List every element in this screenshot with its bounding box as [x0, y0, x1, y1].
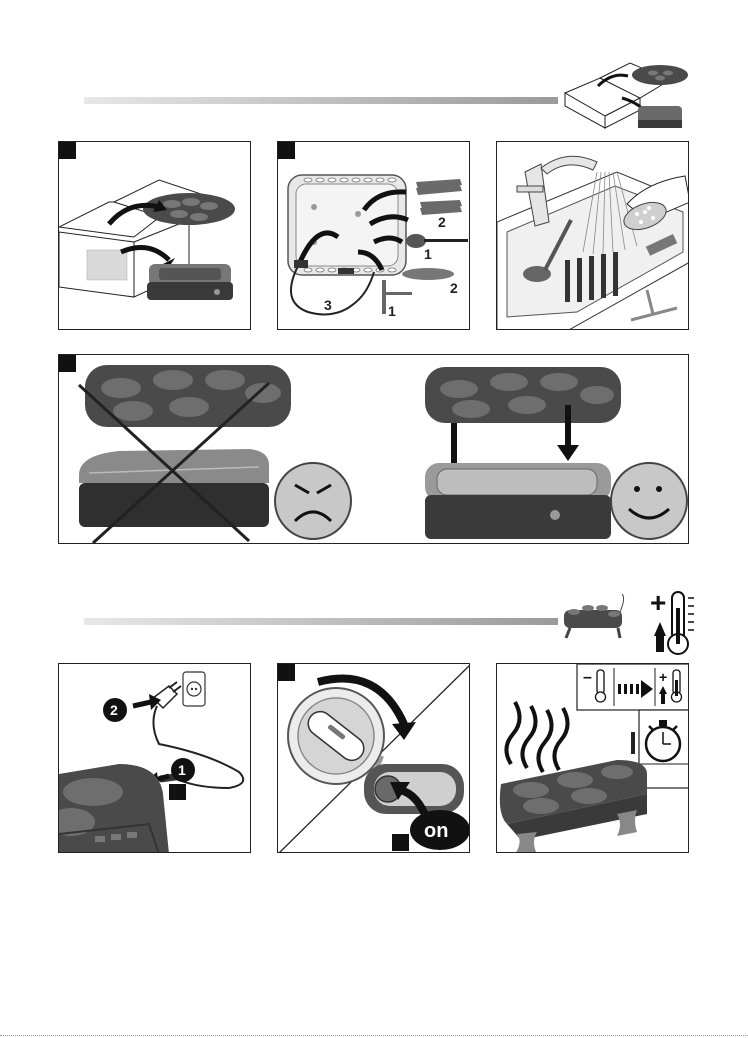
wall-socket-icon — [183, 672, 205, 706]
mini-step-marker — [169, 784, 186, 800]
mini-step-marker — [392, 834, 409, 851]
label-tray: 2 — [438, 214, 446, 230]
switch-on-label: on — [424, 820, 448, 842]
thermo-plus: + — [650, 587, 666, 618]
label-cord: 3 — [324, 297, 332, 313]
plug-illustration: 2 1 — [59, 664, 251, 853]
panel-switch-on: on — [277, 663, 470, 853]
label-spatula: 2 — [450, 280, 458, 296]
thermo-plus-small: + — [659, 669, 667, 685]
happy-face-icon — [611, 463, 687, 539]
page-bottom-edge — [0, 1035, 748, 1036]
panel-washing — [496, 141, 689, 330]
switch-illustration: on — [278, 664, 470, 853]
panel-correct-placement — [58, 354, 689, 544]
section1-header-bar — [84, 97, 558, 104]
steam-icon — [506, 702, 567, 772]
thermostat-dial[interactable] — [288, 688, 384, 784]
thermo-minus: – — [583, 669, 592, 686]
placement-illustration — [59, 355, 689, 544]
label-ladle: 1 — [424, 246, 432, 262]
preheat-illustration: – + — [497, 664, 689, 853]
box-unpack-icon — [0, 0, 748, 140]
angry-face-icon — [275, 463, 351, 539]
power-switch[interactable] — [364, 764, 464, 814]
panel-accessories: 2 1 2 1 3 — [277, 141, 470, 330]
panel-preheat: – + — [496, 663, 689, 853]
panel-unpack — [58, 141, 251, 330]
label-rake: 1 — [388, 303, 396, 319]
unpack-illustration — [59, 142, 251, 330]
panel-plug-in: 2 1 — [58, 663, 251, 853]
cord-step-2: 2 — [110, 702, 118, 718]
washing-illustration — [497, 142, 689, 330]
section2-header-bar — [84, 618, 558, 625]
accessories-illustration: 2 1 2 1 3 — [278, 142, 470, 330]
cord-step-1: 1 — [178, 762, 186, 778]
